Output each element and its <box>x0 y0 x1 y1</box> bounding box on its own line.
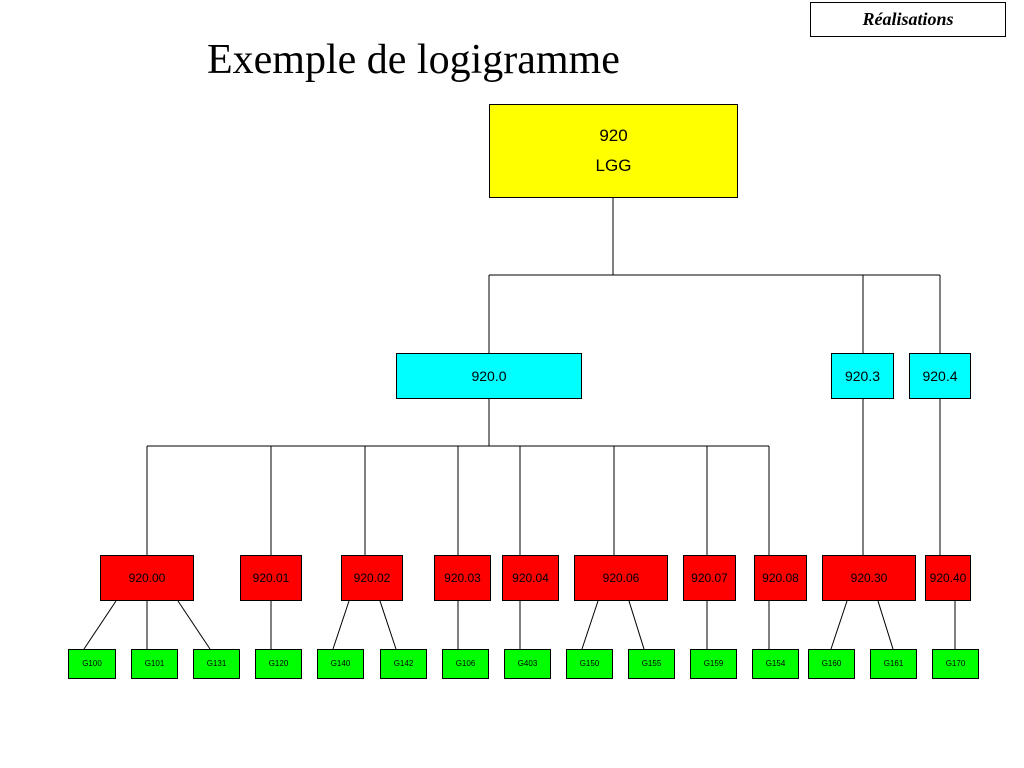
leaf-g170[interactable]: G170 <box>932 649 979 679</box>
connector <box>332 600 350 650</box>
node-920-00[interactable]: 920.00 <box>100 555 194 601</box>
leaf-g140[interactable]: G140 <box>317 649 364 679</box>
connector <box>83 600 117 650</box>
connector <box>830 600 848 650</box>
node-920-02[interactable]: 920.02 <box>341 555 403 601</box>
connector <box>581 600 599 650</box>
leaf-g150[interactable]: G150 <box>566 649 613 679</box>
leaf-g142[interactable]: G142 <box>380 649 427 679</box>
node-root-code: 920 <box>599 126 628 145</box>
node-920-30[interactable]: 920.30 <box>822 555 916 601</box>
leaf-g101[interactable]: G101 <box>131 649 178 679</box>
node-920-40[interactable]: 920.40 <box>925 555 971 601</box>
node-root[interactable]: 920 LGG <box>489 104 738 198</box>
leaf-g155[interactable]: G155 <box>628 649 675 679</box>
node-920-0[interactable]: 920.0 <box>396 353 582 399</box>
node-920-04[interactable]: 920.04 <box>502 555 559 601</box>
node-920-07[interactable]: 920.07 <box>683 555 736 601</box>
section-tag: Réalisations <box>810 2 1006 37</box>
connector <box>628 600 645 650</box>
node-920-4[interactable]: 920.4 <box>909 353 971 399</box>
node-920-06[interactable]: 920.06 <box>574 555 668 601</box>
leaf-g131[interactable]: G131 <box>193 649 240 679</box>
connector <box>877 600 894 650</box>
leaf-g120[interactable]: G120 <box>255 649 302 679</box>
leaf-g160[interactable]: G160 <box>808 649 855 679</box>
leaf-g106[interactable]: G106 <box>442 649 489 679</box>
node-920-3[interactable]: 920.3 <box>831 353 894 399</box>
leaf-g161[interactable]: G161 <box>870 649 917 679</box>
node-920-03[interactable]: 920.03 <box>434 555 491 601</box>
node-920-01[interactable]: 920.01 <box>240 555 302 601</box>
leaf-g154[interactable]: G154 <box>752 649 799 679</box>
page-title: Exemple de logigramme <box>207 37 620 83</box>
leaf-g403[interactable]: G403 <box>504 649 551 679</box>
leaf-g159[interactable]: G159 <box>690 649 737 679</box>
leaf-g100[interactable]: G100 <box>68 649 116 679</box>
connector <box>177 600 211 650</box>
node-920-08[interactable]: 920.08 <box>754 555 807 601</box>
node-root-label: LGG <box>595 156 632 175</box>
connector <box>379 600 397 650</box>
